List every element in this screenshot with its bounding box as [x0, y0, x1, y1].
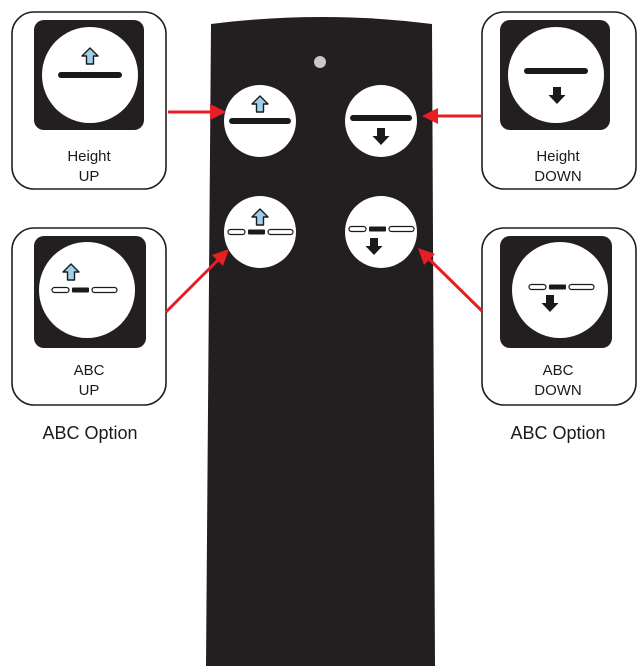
callout-label-line1: ABC: [74, 362, 105, 379]
remote-button-abc-down[interactable]: [345, 196, 417, 268]
pointer-arrow-abc-down: [418, 248, 484, 313]
segment-bar-icon: [348, 225, 415, 233]
segment-bar-icon: [227, 228, 294, 236]
callout-height-up: Height UP: [11, 11, 167, 190]
pointer-arrow-height-down: [422, 108, 481, 124]
callout-height-down: Height DOWN: [481, 11, 637, 190]
remote-button-height-up[interactable]: [224, 85, 296, 157]
remote-button-height-down[interactable]: [345, 85, 417, 157]
callout-label-line1: Height: [536, 148, 580, 165]
callout-label-line2: DOWN: [534, 382, 582, 399]
callout-abc-up: ABC UP: [11, 227, 167, 406]
option-label-left: ABC Option: [42, 423, 137, 443]
remote-button-abc-up[interactable]: [224, 196, 296, 268]
callout-label-line2: UP: [79, 382, 100, 399]
segment-bar-icon: [528, 283, 595, 291]
callout-label-line1: Height: [67, 148, 111, 165]
pointer-arrow-height-up: [168, 104, 226, 120]
callout-label-line2: DOWN: [534, 168, 582, 185]
pointer-arrow-abc-up: [164, 249, 229, 314]
indicator-led: [314, 56, 326, 68]
callout-abc-down: ABC DOWN: [481, 227, 637, 406]
callout-label-line1: ABC: [543, 362, 574, 379]
remote-body: [206, 17, 435, 666]
segment-bar-icon: [51, 286, 118, 294]
callout-label-line2: UP: [79, 168, 100, 185]
option-label-right: ABC Option: [510, 423, 605, 443]
